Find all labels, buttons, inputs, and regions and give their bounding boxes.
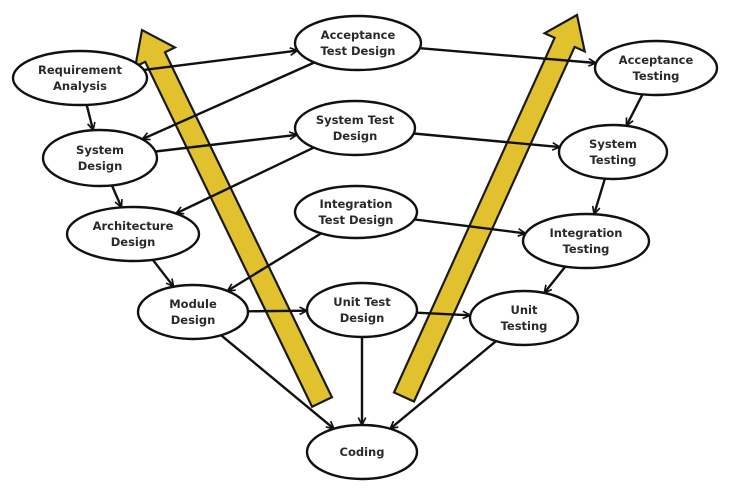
- node-label: Integration: [550, 226, 623, 240]
- left-progress-arrow: [133, 28, 334, 409]
- edge-utd-to-ut: [416, 313, 471, 316]
- progress-arrows: [133, 13, 587, 409]
- node-ellipse: [11, 49, 149, 107]
- node-label: Design: [78, 159, 123, 173]
- node-label: Acceptance: [321, 28, 396, 42]
- node-label: Testing: [563, 242, 610, 256]
- edge-req-to-sysd: [85, 104, 93, 130]
- node-label: Unit Test: [333, 295, 391, 309]
- edge-std-to-arch: [176, 146, 315, 215]
- node-label: Coding: [340, 445, 385, 459]
- node-label: Acceptance: [619, 53, 694, 67]
- node-label: Test Design: [320, 44, 395, 58]
- node-label: System: [589, 137, 637, 151]
- node-label: Architecture: [93, 219, 174, 233]
- node-label: Design: [333, 129, 378, 143]
- node-label: Integration: [320, 197, 393, 211]
- node-ellipse: [305, 281, 419, 339]
- node-label: Testing: [590, 153, 637, 167]
- nodes: RequirementAnalysisSystemDesignArchitect…: [11, 14, 719, 481]
- edge-mod-to-utd: [247, 311, 307, 312]
- node-ellipse: [136, 283, 250, 341]
- node-ellipse: [468, 289, 580, 347]
- edge-itd-to-mod: [227, 232, 322, 292]
- edge-std-to-st: [413, 132, 560, 148]
- node-label: Testing: [501, 319, 548, 333]
- node-ellipse: [41, 128, 159, 188]
- node-label: System Test: [316, 113, 395, 127]
- node-label: System: [76, 143, 124, 157]
- node-ellipse: [305, 423, 419, 481]
- edges: [85, 47, 644, 429]
- node-label: Design: [340, 311, 385, 325]
- edge-atd-to-sysd: [142, 61, 315, 140]
- edge-sysd-to-std: [155, 135, 297, 153]
- node-label: Design: [111, 235, 156, 249]
- edge-atd-to-at: [419, 47, 596, 63]
- edge-at-to-st: [625, 93, 644, 126]
- edge-itd-to-it: [414, 218, 526, 233]
- node-code: Coding: [305, 423, 419, 481]
- node-label: Test Design: [318, 213, 393, 227]
- edge-mod-to-code: [220, 334, 334, 429]
- node-label: Requirement: [38, 63, 122, 77]
- node-ellipse: [293, 99, 417, 157]
- edge-st-to-it: [594, 178, 607, 215]
- node-ellipse: [65, 205, 201, 263]
- edge-arch-to-mod: [151, 259, 174, 287]
- edge-sysd-to-arch: [110, 184, 122, 207]
- node-label: Analysis: [53, 79, 107, 93]
- node-label: Module: [169, 297, 217, 311]
- node-ellipse: [593, 39, 719, 97]
- edge-ut-to-code: [390, 340, 497, 429]
- right-progress-arrow: [392, 13, 587, 403]
- node-label: Unit: [511, 303, 538, 317]
- edge-req-to-atd: [143, 51, 298, 72]
- node-ellipse: [293, 14, 423, 72]
- node-label: Design: [171, 313, 216, 327]
- node-label: Testing: [633, 69, 680, 83]
- node-ellipse: [557, 123, 669, 181]
- node-ellipse: [293, 184, 419, 240]
- edge-it-to-ut: [544, 265, 567, 294]
- node-ellipse: [521, 212, 651, 270]
